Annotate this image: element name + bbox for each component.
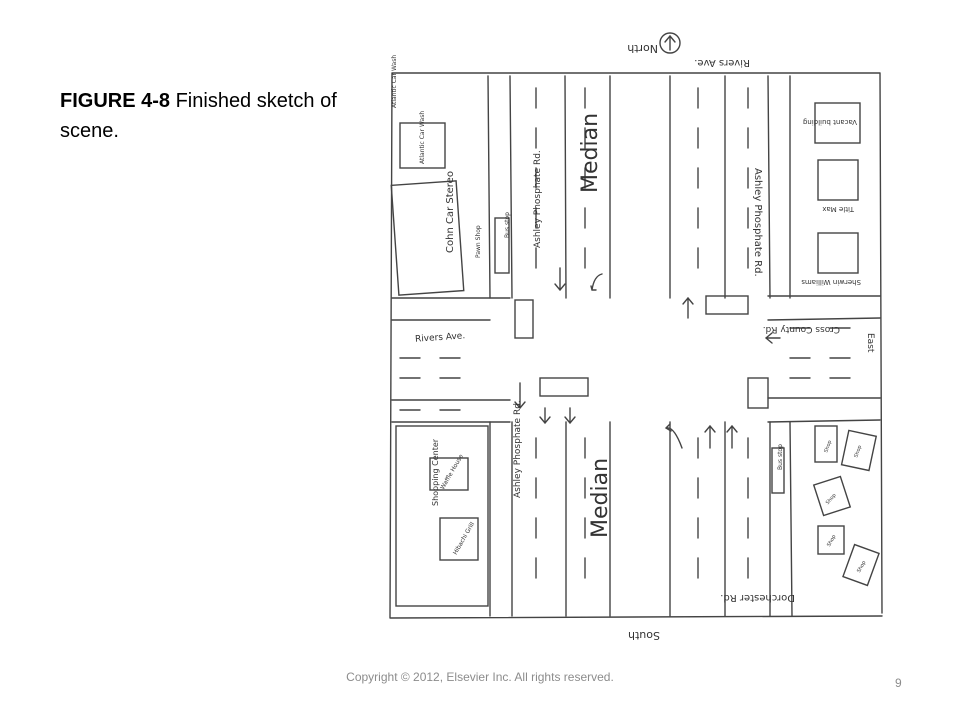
shopping-lot-box (395, 425, 489, 607)
bus-stop-north: Bus stop (504, 212, 511, 238)
cross-lane-dashes-2 (399, 327, 851, 411)
arrow-3 (682, 296, 694, 319)
road-ashley-phosphate-south: Ashley Phosphate Rd. (513, 400, 523, 498)
road-dorchester: Dorchester Rd. (720, 592, 795, 603)
grill-box (439, 517, 479, 561)
biz-shopping-center: Shopping Center (431, 438, 440, 506)
se-shop-box-4 (817, 525, 845, 555)
page-number: 9 (895, 676, 902, 690)
car-wash-box (399, 122, 446, 169)
compass-circle (659, 32, 681, 54)
arrow-9 (704, 424, 716, 449)
copyright-footer: Copyright © 2012, Elsevier Inc. All righ… (346, 670, 614, 684)
se-shop-box-2 (840, 429, 878, 472)
biz-se-4: Shop (826, 534, 837, 548)
se-shop-box-1 (814, 425, 838, 463)
road-ashley-phosphate-nw: Ashley Phosphate Rd. (533, 150, 543, 248)
biz-se-5: Shop (856, 560, 867, 574)
median-north: Median (578, 113, 603, 193)
biz-se-2: Shop (853, 445, 863, 459)
biz-stereo: Cohn Car Stereo (445, 171, 456, 253)
scene-sketch: North South East Rivers Ave. Ashley Phos… (370, 28, 910, 648)
compass-south: South (628, 629, 660, 642)
figure-label: FIGURE 4-8 (60, 90, 171, 112)
cross-lane-dashes (399, 357, 851, 379)
biz-title-max: Title Max (822, 205, 855, 213)
median-south: Median (588, 458, 613, 538)
title-max-box (817, 159, 859, 201)
biz-sherwin: Sherwin Williams (801, 278, 861, 286)
arrow-2 (590, 273, 603, 291)
biz-grill: Hibachi Grill (452, 521, 476, 556)
north-road-lines (487, 75, 791, 299)
figure-caption: FIGURE 4-8 Finished sketch of scene. (60, 86, 360, 146)
se-shop-box-5 (842, 543, 880, 587)
vehicle-2 (705, 295, 749, 315)
arrow-1 (554, 267, 566, 292)
biz-se-3: Shop (825, 492, 838, 505)
biz-car-wash: Atlantic Car Wash (419, 111, 426, 164)
biz-car-wash-lot: Atlantic Car Wash (391, 55, 398, 108)
sherwin-box (817, 232, 859, 274)
north-bus-stop-box (494, 217, 510, 274)
arrow-7 (564, 407, 576, 425)
se-shop-box-3 (812, 475, 852, 517)
sketch-frame (389, 72, 883, 619)
vehicle-1 (514, 299, 534, 339)
sketch-canvas: North South East Rivers Ave. Ashley Phos… (389, 32, 883, 642)
arrow-6 (539, 407, 551, 425)
arrow-5 (514, 382, 526, 410)
road-rivers-west: Rivers Ave. (415, 331, 466, 344)
south-bus-stop-box (771, 447, 785, 494)
stereo-box (390, 180, 465, 296)
vehicle-4 (747, 377, 769, 409)
arrow-8 (664, 423, 683, 449)
cross-road-lines (391, 295, 881, 423)
compass-north: North (627, 42, 658, 55)
road-ashley-phosphate-north: Ashley Phosphate Rd. (752, 168, 763, 277)
vacant-north-box (814, 102, 861, 144)
biz-pawn: Pawn Shop (475, 225, 482, 258)
compass-east: East (865, 333, 875, 353)
road-rivers-ave: Rivers Ave. (694, 57, 750, 68)
south-road-lines (489, 421, 793, 617)
arrow-10 (726, 424, 738, 449)
waffle-box (429, 457, 469, 491)
north-arrow-icon (664, 34, 676, 51)
bus-stop-south: Bus stop (777, 444, 784, 470)
road-cross-county: Cross County Rd. (763, 324, 840, 334)
biz-se-1: Shop (823, 440, 833, 454)
vehicle-3 (539, 377, 589, 397)
figure-caption-text: Finished sketch of scene. (60, 90, 337, 142)
biz-vacant-north: Vacant building (803, 118, 857, 126)
arrow-4 (764, 332, 781, 344)
